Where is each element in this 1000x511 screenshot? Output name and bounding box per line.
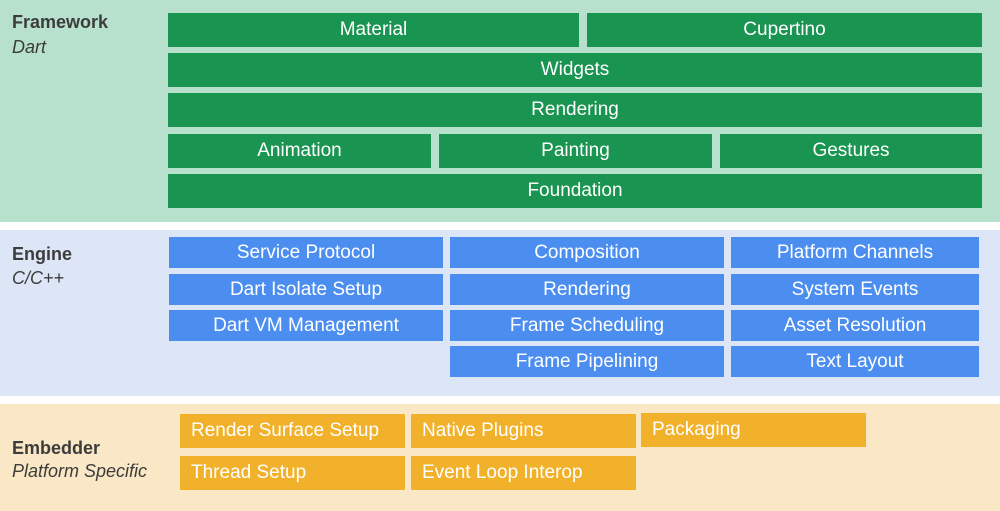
engine-box-asset-resolution: Asset Resolution (731, 310, 979, 341)
engine-layer: Engine C/C++ Service Protocol Dart Isola… (0, 230, 1000, 396)
framework-box-cupertino: Cupertino (587, 13, 982, 47)
framework-box-painting: Painting (439, 134, 712, 168)
embedder-box-render-surface-setup: Render Surface Setup (180, 414, 405, 448)
engine-box-dart-isolate-setup: Dart Isolate Setup (169, 274, 443, 305)
engine-title: Engine (12, 244, 73, 264)
embedder-box-thread-setup: Thread Setup (180, 456, 405, 490)
framework-box-gestures: Gestures (720, 134, 982, 168)
embedder-box-event-loop-interop: Event Loop Interop (411, 456, 636, 490)
embedder-box-native-plugins: Native Plugins (411, 414, 636, 448)
framework-box-foundation: Foundation (168, 174, 982, 208)
engine-box-platform-channels: Platform Channels (731, 237, 979, 268)
engine-box-composition: Composition (450, 237, 724, 268)
framework-title: Framework (12, 12, 109, 32)
engine-box-dart-vm-management: Dart VM Management (169, 310, 443, 341)
engine-box-frame-pipelining: Frame Pipelining (450, 346, 724, 377)
embedder-layer: Embedder Platform Specific Render Surfac… (0, 404, 1000, 511)
engine-box-rendering: Rendering (450, 274, 724, 305)
framework-box-rendering: Rendering (168, 93, 982, 127)
engine-box-system-events: System Events (731, 274, 979, 305)
embedder-title: Embedder (12, 438, 101, 458)
embedder-box-packaging: Packaging (641, 413, 866, 447)
framework-subtitle: Dart (12, 37, 47, 57)
framework-box-material: Material (168, 13, 579, 47)
engine-box-text-layout: Text Layout (731, 346, 979, 377)
engine-box-service-protocol: Service Protocol (169, 237, 443, 268)
engine-box-frame-scheduling: Frame Scheduling (450, 310, 724, 341)
engine-subtitle: C/C++ (12, 268, 65, 288)
embedder-subtitle: Platform Specific (12, 461, 148, 481)
framework-box-widgets: Widgets (168, 53, 982, 87)
framework-layer: Framework Dart Material Cupertino Widget… (0, 0, 1000, 222)
framework-box-animation: Animation (168, 134, 431, 168)
